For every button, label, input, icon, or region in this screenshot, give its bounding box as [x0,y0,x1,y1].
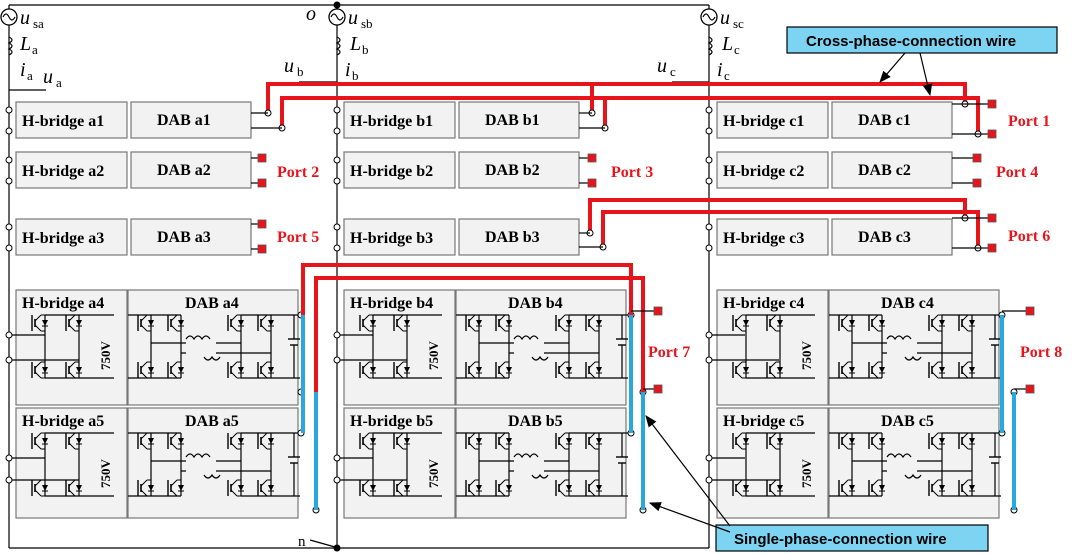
hb-b4-label: H-bridge b4 [350,295,433,312]
big-row-nodes [5,331,779,484]
ic-symbol: i [717,59,723,81]
voltage-a5: 750V [98,459,113,489]
port-5-label: Port 5 [277,229,319,246]
hb-c1-label: H-bridge c1 [723,113,804,130]
dab-c4-label: DAB c4 [881,295,934,312]
port-2-label: Port 2 [277,164,319,181]
port-3-label: Port 3 [611,164,653,181]
ia-symbol: i [20,59,26,81]
ub-symbol: u [284,55,294,77]
ua-symbol: u [43,66,53,88]
usa-subscript: sa [33,16,44,31]
dab-c2-label: DAB c2 [858,162,911,179]
usb-symbol: u [348,7,358,29]
uc-subscript: c [670,64,676,79]
voltage-b5: 750V [426,459,441,489]
dab-b2-label: DAB b2 [485,162,540,179]
dab-b1-label: DAB b1 [485,112,540,129]
single-phase-wires [301,315,1016,510]
source-b: o u sb L b i b u b [284,3,373,83]
usb-subscript: sb [361,16,373,31]
dab-a1-label: DAB a1 [157,112,211,129]
port-4-label: Port 4 [996,164,1038,181]
ic-subscript: c [724,68,730,83]
dab-c3-label: DAB c3 [858,229,911,246]
hb-c3-label: H-bridge c3 [723,230,804,247]
dab-b5-label: DAB b5 [508,413,563,430]
hb-b2-label: H-bridge b2 [350,163,433,180]
uc-symbol: u [657,55,667,77]
dab-a5-label: DAB a5 [185,413,239,430]
single-phase-callout-text: Single-phase-connection wire [734,531,947,548]
cross-phase-callout-text: Cross-phase-connection wire [806,33,1016,50]
dab-c5-label: DAB c5 [881,413,934,430]
neutral-n-label: n [298,534,306,550]
hb-a3-label: H-bridge a3 [22,230,104,247]
phase-a-big-blocks: H-bridge a4 DAB a4 H-bridge a5 DAB a5 75… [15,289,300,519]
port-7-label: Port 7 [648,344,690,361]
phase-b-big-blocks: H-bridge b4 DAB b4 H-bridge b5 DAB b5 75… [343,289,628,519]
lb-subscript: b [362,42,369,57]
dab-b3-label: DAB b3 [485,229,540,246]
ub-subscript: b [297,64,304,79]
voltage-a4: 750V [98,341,113,371]
dab-c1-label: DAB c1 [858,112,911,129]
lc-subscript: c [734,42,740,57]
hb-b3-label: H-bridge b3 [350,230,433,247]
hb-a2-label: H-bridge a2 [22,163,104,180]
voltage-c4: 750V [799,341,814,371]
source-c: u sc L c i c u c [657,7,744,83]
dab-a2-label: DAB a2 [157,162,211,179]
small-output-nodes [251,100,982,252]
usa-symbol: u [20,7,30,29]
hb-a4-label: H-bridge a4 [22,295,104,312]
phase-b-small-blocks: H-bridge b1 DAB b1 H-bridge b2 DAB b2 H-… [343,101,580,256]
single-phase-callout: Single-phase-connection wire [645,415,989,552]
phase-c-big-blocks: H-bridge c4 DAB c4 H-bridge c5 DAB c5 75… [716,289,1001,519]
dab-a4-label: DAB a4 [185,295,239,312]
port-8-label: Port 8 [1020,344,1062,361]
hb-b1-label: H-bridge b1 [350,113,433,130]
dab-a3-label: DAB a3 [157,229,211,246]
source-a: u sa L a i a u a [0,7,62,91]
ib-subscript: b [352,68,359,83]
voltage-c5: 750V [799,459,814,489]
port-labels: Port 1 Port 2 Port 3 Port 4 Port 5 Port … [277,113,1062,361]
hb-a5-label: H-bridge a5 [22,413,104,430]
hb-c5-label: H-bridge c5 [723,413,804,430]
phase-a-small-blocks: H-bridge a1 DAB a1 H-bridge a2 DAB a2 H-… [15,101,252,256]
usc-symbol: u [720,7,730,29]
usc-subscript: sc [733,16,744,31]
voltage-b4: 750V [426,341,441,371]
cross-phase-wires [266,82,980,392]
hb-c4-label: H-bridge c4 [723,295,804,312]
hb-b5-label: H-bridge b5 [350,413,433,430]
lc-symbol: L [721,33,733,55]
la-subscript: a [32,42,38,57]
small-row-nodes [5,106,713,252]
port-6-label: Port 6 [1008,228,1050,245]
port-terminals [251,99,1035,394]
ib-symbol: i [345,59,351,81]
hb-c2-label: H-bridge c2 [723,163,804,180]
phase-c-small-blocks: H-bridge c1 DAB c1 H-bridge c2 DAB c2 H-… [716,101,953,256]
la-symbol: L [19,33,31,55]
dab-b4-label: DAB b4 [508,295,563,312]
cross-phase-callout: Cross-phase-connection wire [786,26,1058,97]
port-1-label: Port 1 [1008,113,1050,130]
ua-subscript: a [56,75,62,90]
neutral-o-label: o [306,3,316,25]
hb-a1-label: H-bridge a1 [22,113,104,130]
ia-subscript: a [27,68,33,83]
lb-symbol: L [349,33,361,55]
